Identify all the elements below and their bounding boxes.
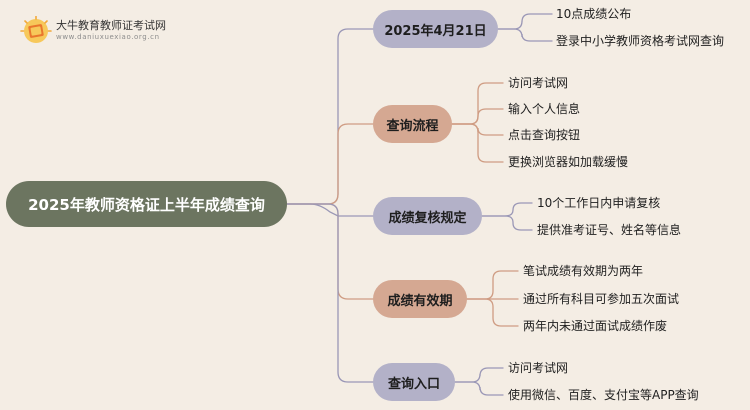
logo-text: 大牛教育教师证考试网 www.daniuxuexiao.org.cn (56, 19, 166, 43)
branch-node-4[interactable]: 成绩有效期 (373, 280, 467, 318)
leaf-node[interactable]: 笔试成绩有效期为两年 (523, 264, 644, 278)
connector-branch-4-leaf-1 (466, 270, 519, 300)
leaf-node[interactable]: 点击查询按钮 (508, 128, 581, 142)
leaf-node[interactable]: 访问考试网 (508, 361, 569, 375)
leaf-node[interactable]: 访问考试网 (508, 76, 569, 90)
branch-node-3[interactable]: 成绩复核规定 (373, 197, 482, 235)
leaf-node[interactable]: 登录中小学教师资格考试网查询 (556, 34, 725, 48)
connector-root-branch-2 (286, 123, 374, 205)
leaf-node[interactable]: 10个工作日内申请复核 (537, 196, 661, 210)
branch-node-1[interactable]: 2025年4月21日 (373, 10, 498, 48)
connector-root-branch-1 (286, 28, 374, 205)
connector-branch-3-leaf-2 (481, 215, 533, 231)
leaf-node[interactable]: 提供准考证号、姓名等信息 (537, 223, 682, 237)
leaf-node[interactable]: 两年内未通过面试成绩作废 (523, 319, 668, 333)
leaf-node[interactable]: 使用微信、百度、支付宝等APP查询 (508, 388, 699, 402)
connector-root-branch-4 (286, 203, 374, 300)
connector-branch-3-leaf-1 (481, 202, 533, 217)
branch-node-2[interactable]: 查询流程 (373, 105, 452, 143)
leaf-node[interactable]: 输入个人信息 (508, 102, 581, 116)
logo-title: 大牛教育教师证考试网 (56, 19, 166, 32)
leaf-node[interactable]: 10点成绩公布 (556, 7, 632, 21)
book-logo-icon (20, 16, 52, 43)
connector-branch-1-leaf-2 (497, 28, 553, 42)
connector-branch-5-leaf-1 (454, 367, 504, 383)
branch-node-5[interactable]: 查询入口 (373, 363, 455, 401)
connector-branch-5-leaf-2 (454, 381, 504, 396)
connector-branch-4-leaf-3 (466, 298, 519, 327)
connector-root-branch-5 (286, 203, 374, 383)
connector-branch-2-leaf-4 (451, 123, 504, 163)
connector-branch-2-leaf-2 (451, 108, 504, 125)
connector-branch-1-leaf-1 (497, 13, 553, 30)
logo-subtitle: www.daniuxuexiao.org.cn (56, 33, 160, 41)
leaf-node[interactable]: 更换浏览器如加载缓慢 (508, 155, 629, 169)
leaf-node[interactable]: 通过所有科目可参加五次面试 (523, 292, 680, 306)
connector-root-branch-3 (286, 203, 374, 217)
site-logo[interactable]: 大牛教育教师证考试网 www.daniuxuexiao.org.cn (20, 16, 166, 46)
root-node[interactable]: 2025年教师资格证上半年成绩查询 (6, 181, 287, 227)
